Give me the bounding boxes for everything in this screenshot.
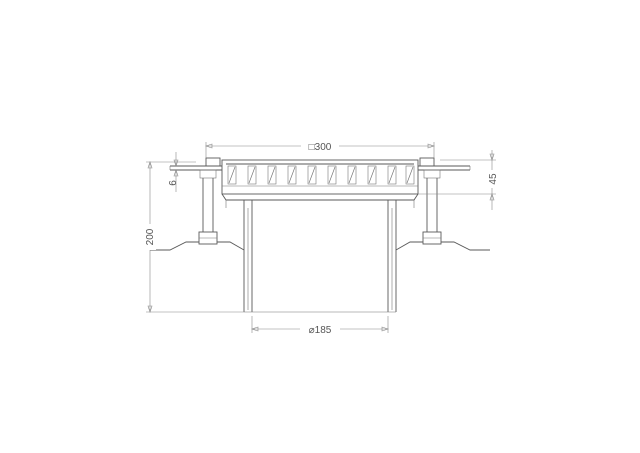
top-flange [169, 157, 471, 179]
drain-body [221, 193, 419, 313]
grate-slots [227, 165, 415, 185]
total-height-label: 200 [145, 228, 156, 245]
grate [221, 159, 419, 195]
pipe-diameter-label: ⌀185 [309, 325, 332, 336]
flange-thickness-label: 6 [168, 180, 179, 186]
dimension-flange-thickness: 6 [168, 152, 179, 192]
grate-height-label: 45 [488, 173, 499, 185]
right-bolt [395, 178, 490, 251]
left-bolt [150, 178, 245, 251]
dimension-grate-height: 45 [418, 150, 500, 210]
dimension-pipe-diameter: ⌀185 [251, 316, 389, 336]
grate-hatching [228, 166, 414, 184]
grate-size-label: □300 [309, 142, 332, 153]
dimension-grate-size: □300 [205, 139, 435, 158]
dimension-total-height: 200 [142, 161, 244, 313]
